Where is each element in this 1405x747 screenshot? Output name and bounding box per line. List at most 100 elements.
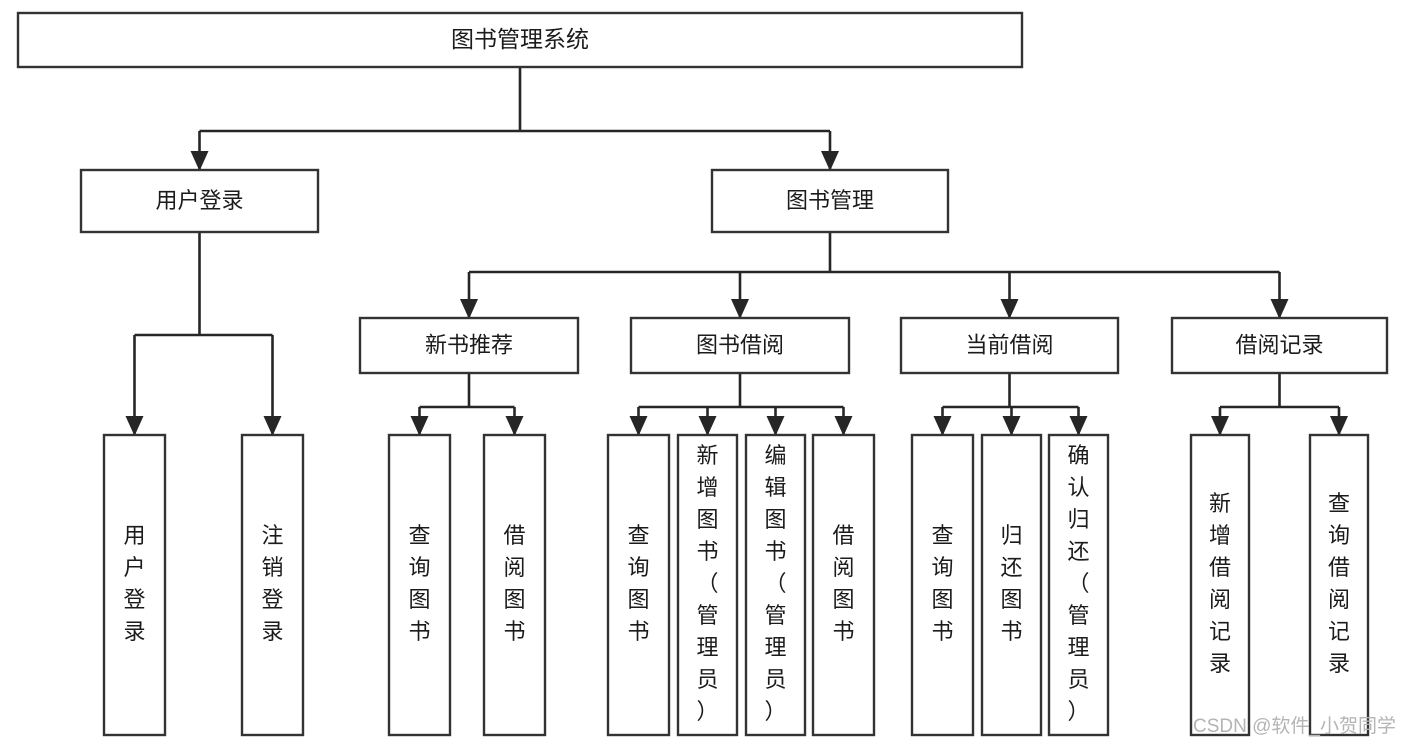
leaf-label-char: 注 [261, 523, 283, 548]
node-leaf-借阅图书-7[interactable] [811, 433, 876, 737]
arrow-down-icon [125, 416, 144, 436]
node-level3-label-当前借阅: 当前借阅 [965, 332, 1053, 357]
node-level3-图书借阅[interactable] [629, 316, 851, 375]
node-level3-新书推荐[interactable] [358, 316, 580, 375]
leaf-label-char: 员 [696, 667, 718, 692]
leaf-label-char: 还 [1067, 539, 1089, 564]
leaf-label-char: 查 [1328, 491, 1350, 516]
leaf-label-char: 借 [1209, 555, 1231, 580]
leaf-label-char: ） [696, 699, 718, 724]
leaf-label-char: 理 [696, 635, 718, 660]
node-leaf-查询图书-8-rect [910, 433, 975, 737]
node-leaf-查询图书-4-rect [606, 433, 671, 737]
node-level3-当前借阅[interactable] [899, 316, 1120, 375]
node-level3-图书借阅-rect [629, 316, 851, 375]
node-leaf-查询借阅记录-12-rect [1308, 433, 1370, 737]
leaf-label-char: 录 [261, 619, 283, 644]
node-leaf-用户登录-0[interactable] [102, 433, 167, 737]
leaf-label-char: 户 [123, 555, 145, 580]
node-level2-label-用户登录: 用户登录 [155, 188, 243, 213]
node-root-label: 图书管理系统 [451, 26, 589, 52]
arrow-down-icon [1270, 299, 1289, 319]
connector-layer [125, 67, 1348, 436]
arrow-down-icon [1330, 416, 1348, 436]
leaf-label-char: 增 [696, 475, 718, 500]
leaf-label-char: 管 [764, 603, 786, 628]
leaf-label-char: 书 [503, 619, 525, 644]
node-leaf-确认归还管理员-10-rect [1047, 433, 1110, 737]
leaf-label-char: 借 [1328, 555, 1350, 580]
leaf-label-char: 借 [503, 523, 525, 548]
leaf-label-char: 借 [832, 523, 854, 548]
node-leaf-查询图书-4[interactable] [606, 433, 671, 737]
arrow-down-icon [698, 416, 717, 436]
arrow-down-icon [190, 151, 209, 171]
node-level2-用户登录[interactable] [79, 168, 320, 234]
arrow-down-icon [263, 416, 282, 436]
arrow-down-icon [834, 416, 853, 436]
node-leaf-归还图书-9[interactable] [980, 433, 1043, 737]
leaf-label-char: 销 [261, 555, 283, 580]
leaf-label-char: 查 [931, 523, 953, 548]
node-leaf-编辑图书管理员-6[interactable] [744, 433, 807, 737]
leaf-label-char: 书 [764, 539, 786, 564]
node-leaf-新增借阅记录-11-rect [1189, 433, 1251, 737]
node-leaf-查询图书-2[interactable] [387, 433, 452, 737]
leaf-label-char: 阅 [503, 555, 525, 580]
node-level2-用户登录-rect [79, 168, 320, 234]
node-leaf-查询借阅记录-12[interactable] [1308, 433, 1370, 737]
node-level3-借阅记录-rect [1170, 316, 1389, 375]
node-level3-label-借阅记录: 借阅记录 [1235, 332, 1323, 357]
connector-用户登录-to-leaves [125, 232, 282, 436]
leaf-label-char: 管 [696, 603, 718, 628]
leaf-label-char: 查 [408, 523, 430, 548]
leaf-label-char: ） [1067, 699, 1089, 724]
leaf-label-char: 图 [931, 587, 953, 612]
node-level2-图书管理[interactable] [710, 168, 950, 234]
node-level3-label-图书借阅: 图书借阅 [696, 332, 784, 357]
node-leaf-借阅图书-7-rect [811, 433, 876, 737]
leaf-label-char: 书 [931, 619, 953, 644]
arrow-down-icon [410, 416, 429, 436]
node-level3-新书推荐-rect [358, 316, 580, 375]
leaf-label-char: 录 [1328, 651, 1350, 676]
node-leaf-新增借阅记录-11[interactable] [1189, 433, 1251, 737]
node-level3-label-新书推荐: 新书推荐 [425, 332, 513, 357]
node-leaf-借阅图书-3[interactable] [482, 433, 547, 737]
leaf-label-char: 询 [627, 555, 649, 580]
node-leaf-用户登录-0-rect [102, 433, 167, 737]
leaf-label-char: 登 [123, 587, 145, 612]
leaf-label-char: 登 [261, 587, 283, 612]
connector-图书借阅-to-leaves [629, 373, 853, 436]
node-leaf-新增图书管理员-5-rect [676, 433, 739, 737]
arrow-down-icon [505, 416, 524, 436]
node-leaf-新增图书管理员-5[interactable] [676, 433, 739, 737]
node-level2-图书管理-rect [710, 168, 950, 234]
node-level3-当前借阅-rect [899, 316, 1120, 375]
node-leaf-查询图书-8[interactable] [910, 433, 975, 737]
leaf-label-char: 归 [1067, 507, 1089, 532]
leaf-label-char: 理 [764, 635, 786, 660]
leaf-label-char: 确 [1067, 443, 1089, 468]
connector-借阅记录-to-leaves [1211, 373, 1348, 436]
leaf-label-char: 询 [408, 555, 430, 580]
connector-当前借阅-to-leaves [933, 373, 1088, 436]
leaf-label-char: （ [1067, 571, 1089, 596]
leaf-label-char: 还 [1000, 555, 1022, 580]
node-layer: 图书管理系统用户登录图书管理新书推荐图书借阅当前借阅借阅记录用户登录注销登录查询… [16, 11, 1389, 737]
node-leaf-查询图书-2-rect [387, 433, 452, 737]
connector-新书推荐-to-leaves [410, 373, 524, 436]
node-leaf-注销登录-1[interactable] [240, 433, 305, 737]
leaf-label-char: 录 [123, 619, 145, 644]
node-root-图书管理系统[interactable] [16, 11, 1024, 69]
node-level3-借阅记录[interactable] [1170, 316, 1389, 375]
node-leaf-确认归还管理员-10[interactable] [1047, 433, 1110, 737]
leaf-label-char: 阅 [1328, 587, 1350, 612]
